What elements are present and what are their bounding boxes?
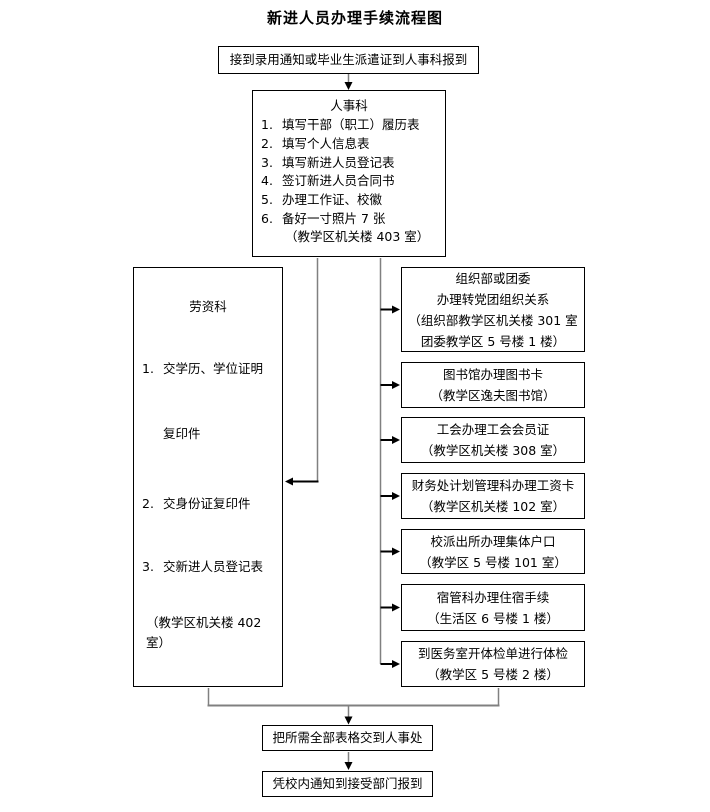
labor-item: 2. 交身份证复印件: [134, 496, 282, 511]
office-node-library: 图书馆办理图书卡 （教学区逸夫图书馆）: [401, 362, 585, 408]
report-to-dept-label: 凭校内通知到接受部门报到: [272, 776, 423, 791]
personnel-item: 3. 填写新进人员登记表: [253, 153, 445, 172]
labor-item: 复印件: [134, 426, 282, 441]
item-number: 2.: [261, 136, 273, 152]
office-line: （教学区逸夫图书馆）: [430, 388, 556, 403]
labor-item: 3. 交新进人员登记表: [134, 559, 282, 574]
labor-item: 1. 交学历、学位证明: [134, 361, 282, 376]
office-node-dormitory: 宿管科办理住宿手续 （生活区 6 号楼 1 楼）: [401, 584, 585, 631]
labor-dept-node: 劳资科 1. 交学历、学位证明 复印件 2. 交身份证复印件 3. 交新进人员登…: [133, 267, 283, 687]
personnel-item: 5. 办理工作证、校徽: [253, 191, 445, 210]
personnel-item: 6. 备好一寸照片 7 张: [253, 209, 445, 228]
labor-dept-title: 劳资科: [189, 299, 227, 314]
personnel-item: 2. 填写个人信息表: [253, 135, 445, 154]
item-text: 交身份证复印件: [163, 496, 251, 511]
office-node-medical: 到医务室开体检单进行体检 （教学区 5 号楼 2 楼）: [401, 641, 585, 687]
personnel-item: 1. 填写干部（职工）履历表: [253, 116, 445, 135]
office-node-union: 工会办理工会会员证 （教学区机关楼 308 室）: [401, 417, 585, 463]
office-line: （教学区 5 号楼 2 楼）: [427, 667, 559, 682]
office-node-finance: 财务处计划管理科办理工资卡 （教学区机关楼 102 室）: [401, 473, 585, 519]
submit-forms-node: 把所需全部表格交到人事处: [262, 725, 433, 751]
item-number: 1.: [142, 361, 154, 376]
report-to-dept-node: 凭校内通知到接受部门报到: [262, 771, 433, 797]
office-line: 图书馆办理图书卡: [442, 367, 543, 382]
start-node-label: 接到录用通知或毕业生派遣证到人事科报到: [229, 52, 468, 67]
item-text: 填写干部（职工）履历表: [282, 117, 420, 133]
labor-location-note: （教学区机关楼 402 室）: [146, 615, 262, 650]
office-line: 财务处计划管理科办理工资卡: [411, 478, 575, 493]
office-line: 团委教学区 5 号楼 1 楼）: [420, 333, 566, 349]
office-line: 组织部或团委: [455, 270, 531, 286]
personnel-dept-node: 人事科 1. 填写干部（职工）履历表 2. 填写个人信息表 3. 填写新进人员登…: [252, 90, 446, 257]
item-text: 填写新进人员登记表: [282, 154, 395, 170]
item-text: 签订新进人员合同书: [282, 173, 395, 189]
office-line: （教学区机关楼 102 室）: [420, 499, 566, 514]
office-line: 校派出所办理集体户口: [430, 533, 556, 549]
item-number: 3.: [142, 559, 154, 574]
item-text: 复印件: [163, 426, 201, 441]
item-number: 5.: [261, 192, 273, 208]
submit-forms-label: 把所需全部表格交到人事处: [272, 730, 423, 745]
item-text: 办理工作证、校徽: [282, 192, 383, 208]
office-node-police: 校派出所办理集体户口 （教学区 5 号楼 101 室）: [401, 529, 585, 574]
personnel-location-note: （教学区机关楼 403 室）: [285, 229, 430, 245]
office-line: 宿管科办理住宿手续: [436, 589, 550, 605]
office-line: （生活区 6 号楼 1 楼）: [427, 610, 559, 626]
page-title: 新进人员办理手续流程图: [266, 9, 443, 27]
office-node-organization: 组织部或团委 办理转党团组织关系 （组织部教学区机关楼 301 室 团委教学区 …: [401, 267, 585, 352]
item-number: 3.: [261, 154, 273, 170]
office-line: 工会办理工会会员证: [436, 422, 550, 437]
start-node: 接到录用通知或毕业生派遣证到人事科报到: [218, 46, 479, 74]
personnel-item: 4. 签订新进人员合同书: [253, 172, 445, 191]
item-number: 2.: [142, 496, 154, 511]
item-number: 4.: [261, 173, 273, 189]
item-text: 填写个人信息表: [282, 136, 370, 152]
office-line: （组织部教学区机关楼 301 室: [408, 312, 578, 328]
item-text: 交新进人员登记表: [163, 559, 264, 574]
office-line: （教学区 5 号楼 101 室）: [419, 554, 567, 570]
office-line: 办理转党团组织关系: [436, 291, 550, 307]
office-line: 到医务室开体检单进行体检: [417, 646, 568, 661]
item-text: 交学历、学位证明: [163, 361, 264, 376]
office-line: （教学区机关楼 308 室）: [420, 443, 566, 458]
personnel-dept-title: 人事科: [330, 98, 368, 113]
item-number: 1.: [261, 117, 273, 133]
item-number: 6.: [261, 210, 273, 226]
item-text: 备好一寸照片 7 张: [282, 210, 386, 226]
